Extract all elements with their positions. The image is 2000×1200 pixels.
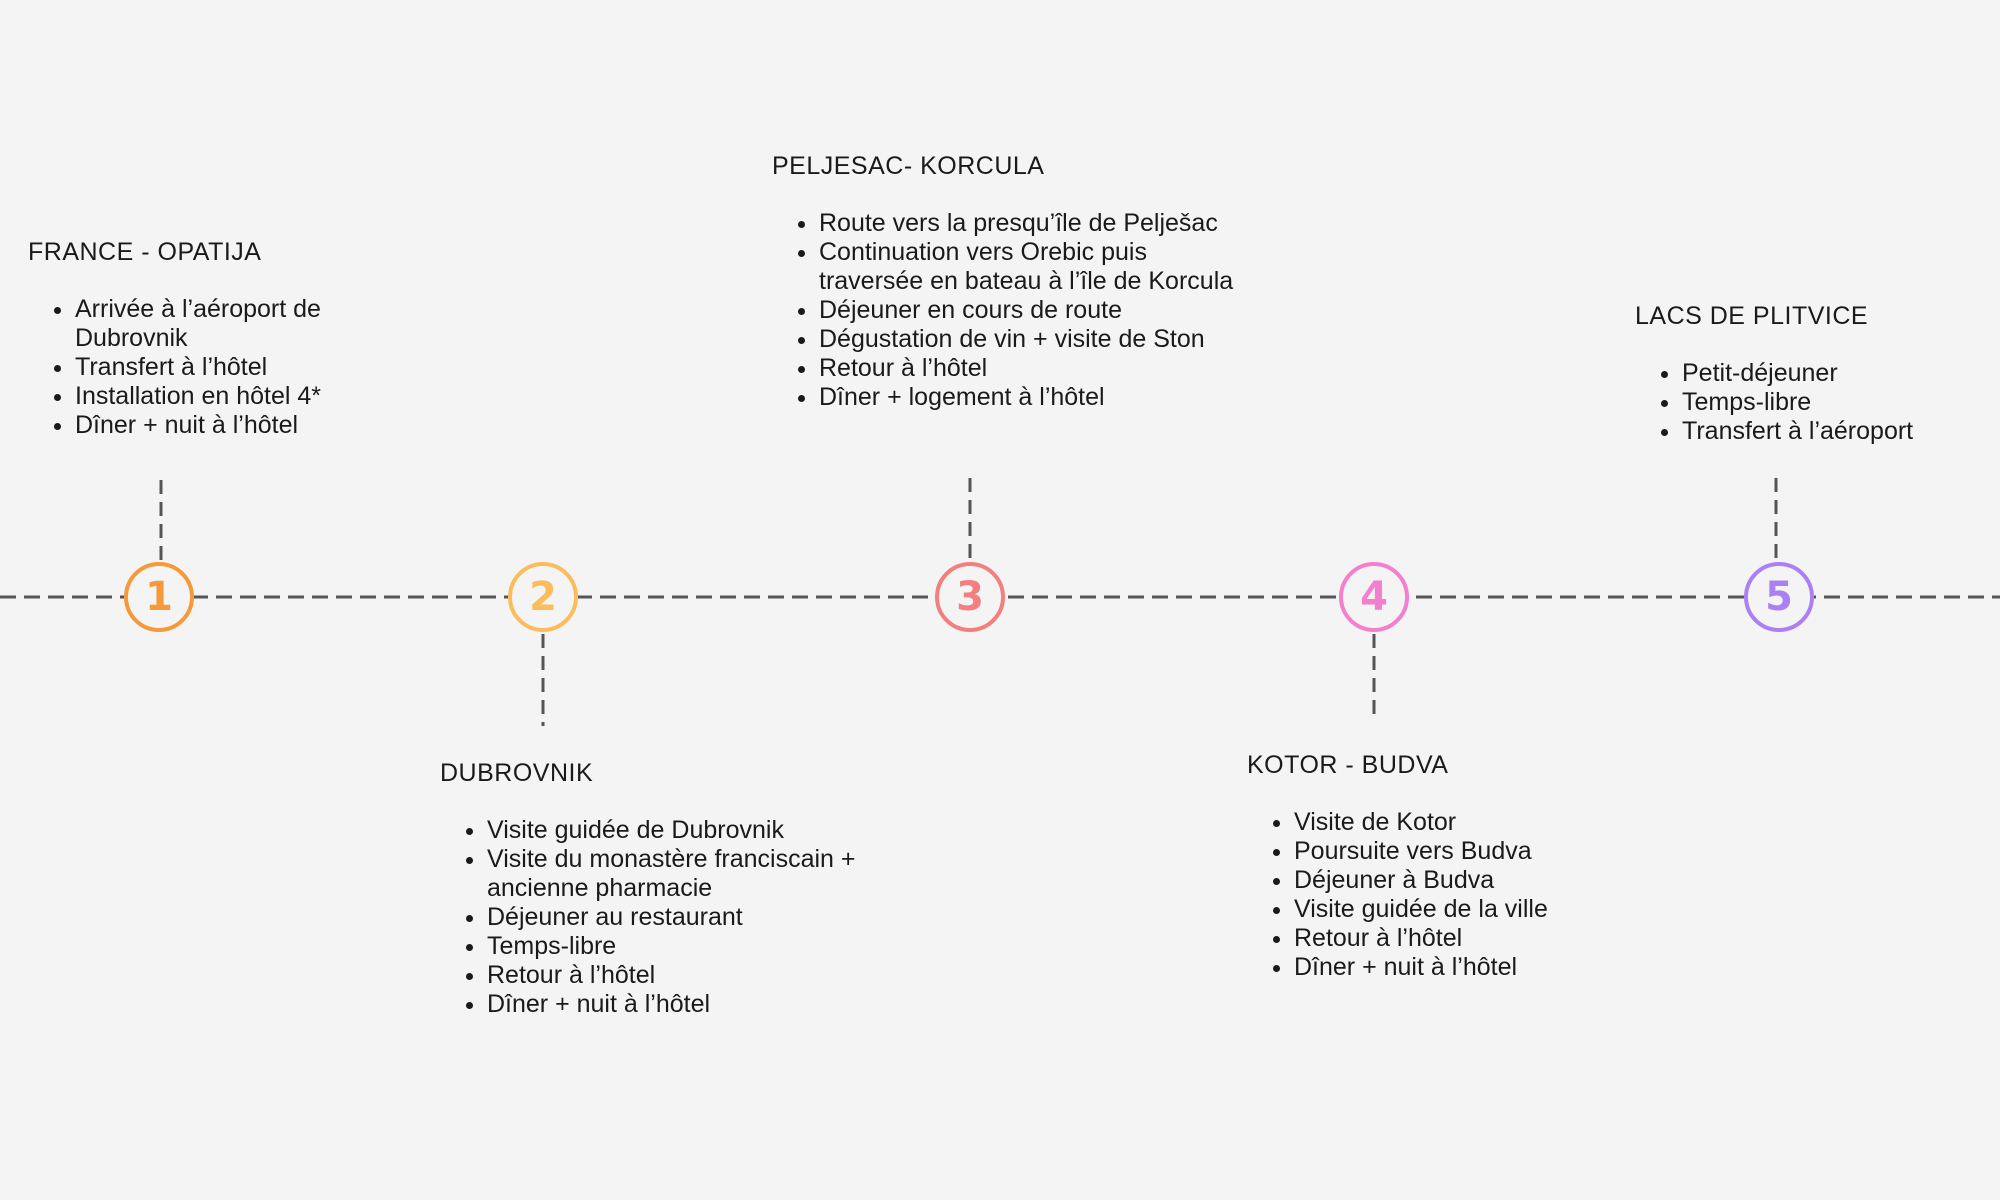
list-item: Dîner + logement à l’hôtel	[819, 383, 1239, 412]
list-item: Retour à l’hôtel	[819, 354, 1239, 383]
step-marker-5: 5	[1744, 562, 1814, 632]
step-list-4: Visite de Kotor Poursuite vers Budva Déj…	[1247, 808, 1647, 982]
list-item: Dîner + nuit à l’hôtel	[487, 990, 900, 1019]
list-item: Visite guidée de Dubrovnik	[487, 816, 900, 845]
step-title-1: FRANCE - OPATIJA	[28, 238, 262, 266]
step-title-3: PELJESAC- KORCULA	[772, 152, 1045, 180]
list-item: Visite du monastère franciscain + ancien…	[487, 845, 900, 903]
list-item: Dîner + nuit à l’hôtel	[1294, 953, 1647, 982]
list-item: Retour à l’hôtel	[487, 961, 900, 990]
step-block-5: LACS DE PLITVICE Petit-déjeuner Temps-li…	[1635, 302, 1995, 446]
list-item: Transfert à l’aéroport	[1682, 417, 1995, 446]
step-title-4: KOTOR - BUDVA	[1247, 751, 1449, 779]
list-item: Visite guidée de la ville	[1294, 895, 1647, 924]
list-item: Arrivée à l’aéroport de Dubrovnik	[75, 295, 388, 353]
list-item: Temps-libre	[487, 932, 900, 961]
step-title-2: DUBROVNIK	[440, 759, 594, 787]
list-item: Petit-déjeuner	[1682, 359, 1995, 388]
list-item: Route vers la presqu’île de Pelješac	[819, 209, 1239, 238]
step-list-1: Arrivée à l’aéroport de Dubrovnik Transf…	[28, 295, 388, 440]
list-item: Dégustation de vin + visite de Ston	[819, 325, 1239, 354]
list-item: Transfert à l’hôtel	[75, 353, 388, 382]
step-list-5: Petit-déjeuner Temps-libre Transfert à l…	[1635, 359, 1995, 446]
step-block-4: KOTOR - BUDVA Visite de Kotor Poursuite …	[1247, 751, 1647, 982]
step-list-2: Visite guidée de Dubrovnik Visite du mon…	[440, 816, 900, 1019]
step-block-2: DUBROVNIK Visite guidée de Dubrovnik Vis…	[440, 759, 900, 1019]
step-marker-2: 2	[508, 562, 578, 632]
step-block-1: FRANCE - OPATIJA Arrivée à l’aéroport de…	[28, 238, 388, 440]
list-item: Déjeuner en cours de route	[819, 296, 1239, 325]
step-marker-4: 4	[1339, 562, 1409, 632]
list-item: Retour à l’hôtel	[1294, 924, 1647, 953]
list-item: Visite de Kotor	[1294, 808, 1647, 837]
step-block-3: PELJESAC- KORCULA Route vers la presqu’î…	[772, 152, 1292, 412]
list-item: Dîner + nuit à l’hôtel	[75, 411, 388, 440]
step-marker-3: 3	[935, 562, 1005, 632]
step-list-3: Route vers la presqu’île de Pelješac Con…	[772, 209, 1239, 412]
list-item: Installation en hôtel 4*	[75, 382, 388, 411]
list-item: Poursuite vers Budva	[1294, 837, 1647, 866]
list-item: Temps-libre	[1682, 388, 1995, 417]
list-item: Déjeuner au restaurant	[487, 903, 900, 932]
step-marker-1: 1	[124, 562, 194, 632]
step-title-5: LACS DE PLITVICE	[1635, 302, 1869, 330]
list-item: Continuation vers Orebic puis traversée …	[819, 238, 1239, 296]
list-item: Déjeuner à Budva	[1294, 866, 1647, 895]
